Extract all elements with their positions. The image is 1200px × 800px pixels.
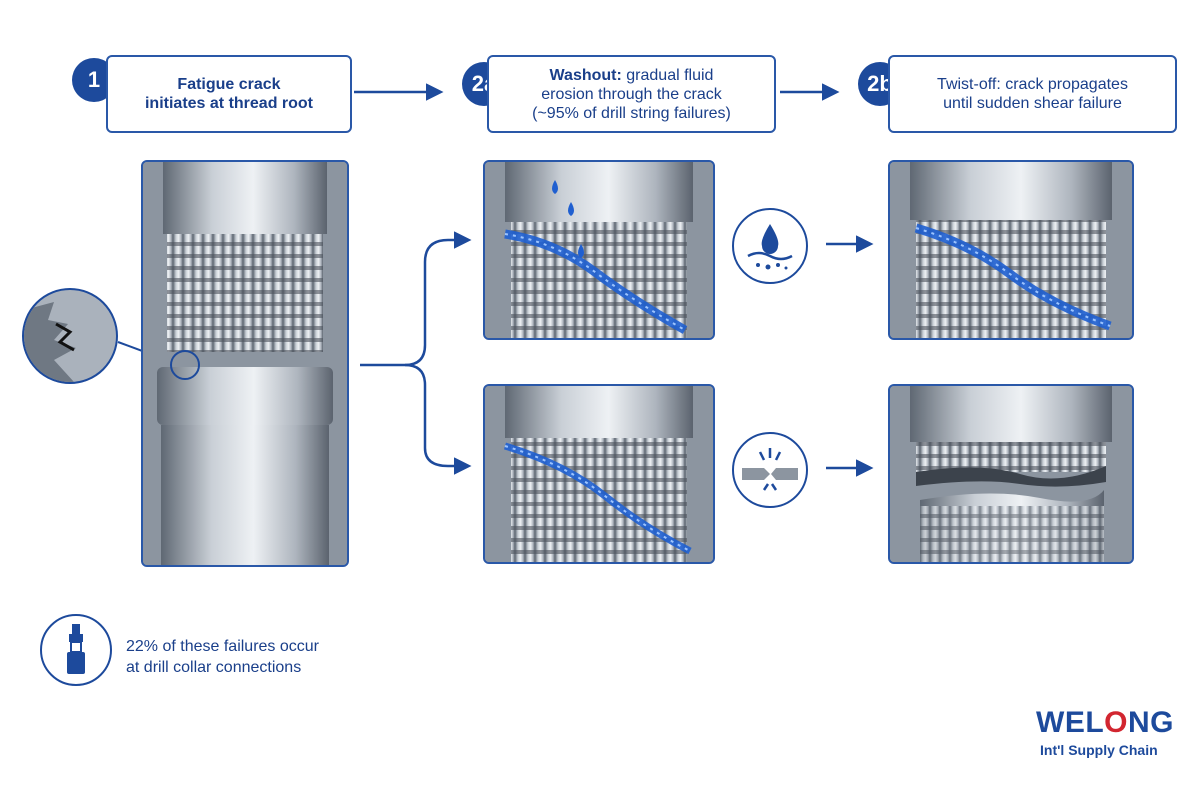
crack-highlight-ring — [170, 350, 200, 380]
crack-propagation-illustration — [483, 384, 715, 564]
crack-growth-illustration — [888, 160, 1134, 340]
step-2b-label: Twist-off: crack propagates until sudden… — [888, 55, 1177, 133]
stat-line1: 22% of these failures occur — [126, 638, 319, 655]
stat-line2: at drill collar connections — [126, 659, 302, 676]
fluid-drop-icon — [732, 208, 808, 284]
fracture-break-icon — [732, 432, 808, 508]
thread-connection-illustration — [141, 160, 349, 567]
twist-off-illustration — [888, 384, 1134, 564]
step-1-label: Fatigue crack initiates at thread root — [106, 55, 352, 133]
step-2a-label: Washout: gradual fluid erosion through t… — [487, 55, 776, 133]
step-2a-emph: Washout: — [549, 66, 622, 84]
washout-crack-illustration — [483, 160, 715, 340]
step-2a-line2: erosion through the crack — [541, 85, 722, 103]
step-2b-line1: Twist-off: crack propagates — [937, 76, 1128, 93]
branch-arrow-top — [360, 231, 472, 367]
step-1-line1: Fatigue crack — [177, 76, 281, 93]
magnifier-detail-icon — [22, 288, 118, 384]
step-2a-line1-rest: gradual fluid — [621, 66, 714, 84]
logo-subtitle: Int'l Supply Chain — [1040, 742, 1158, 758]
step-2a-line3: (~95% of drill string failures) — [532, 104, 731, 122]
logo-part1: WEL — [1036, 706, 1105, 739]
step-2b-line2: until sudden shear failure — [943, 95, 1122, 112]
failure-statistic: 22% of these failures occur at drill col… — [126, 636, 319, 678]
welong-logo: WELONG — [1036, 706, 1174, 740]
drill-collar-icon — [40, 614, 112, 686]
step-1-line2: initiates at thread root — [144, 95, 314, 112]
logo-part2: O — [1104, 706, 1128, 739]
logo-part3: NG — [1128, 706, 1174, 739]
step-2a-line1: Washout: gradual fluid — [489, 66, 774, 85]
branch-arrow-bottom — [404, 363, 472, 475]
